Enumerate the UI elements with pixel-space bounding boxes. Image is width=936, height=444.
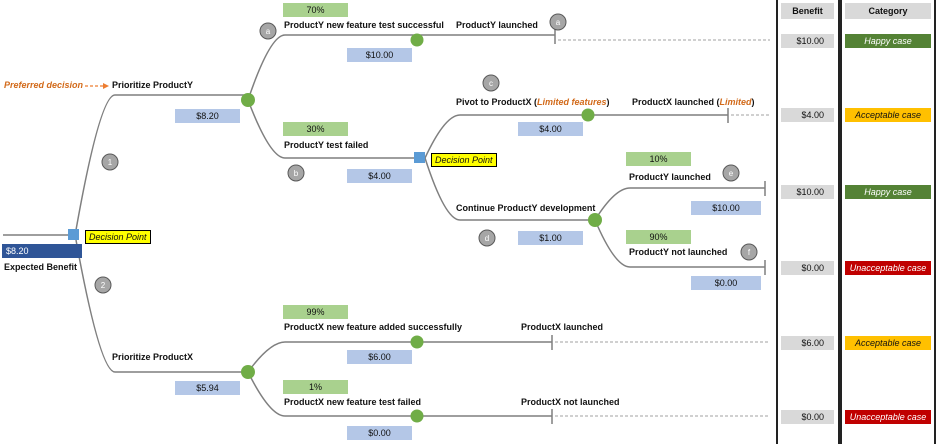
leaf-node-x-failed[interactable] xyxy=(410,409,424,423)
marker-c: c xyxy=(482,74,500,92)
marker-f: f xyxy=(740,243,758,261)
prioritize-y-value: $8.20 xyxy=(175,109,240,123)
benefit-row-1: $10.00 xyxy=(781,34,834,48)
branch-y-success xyxy=(247,34,555,101)
y-success-outcome: ProductY launched xyxy=(456,20,538,30)
y-success-value: $10.00 xyxy=(347,48,412,62)
chance-node-y[interactable] xyxy=(241,93,255,107)
decision-node-root[interactable] xyxy=(68,229,79,240)
svg-text:e: e xyxy=(729,169,734,178)
chance-node-x[interactable] xyxy=(241,365,255,379)
x-success-pct: 99% xyxy=(283,305,348,319)
preferred-arrow-head xyxy=(103,83,109,89)
pivot-label: Pivot to ProductX (Limited features) xyxy=(456,97,610,107)
svg-text:2: 2 xyxy=(101,281,106,290)
svg-text:b: b xyxy=(294,169,299,178)
svg-text:c: c xyxy=(489,79,493,88)
pivot-value: $4.00 xyxy=(518,122,583,136)
category-header: Category xyxy=(845,3,931,19)
category-row-5: Acceptable case xyxy=(845,336,931,350)
marker-d: d xyxy=(478,229,496,247)
branch-y-failed xyxy=(247,99,420,159)
benefit-header: Benefit xyxy=(781,3,834,19)
branch-prioritize-y xyxy=(75,94,248,231)
marker-a-left: a xyxy=(259,22,277,40)
branch-x-failed xyxy=(247,371,552,417)
branch-y-not xyxy=(594,219,765,268)
benefit-row-3: $10.00 xyxy=(781,185,834,199)
category-column xyxy=(840,0,936,444)
x-success-label: ProductX new feature added successfully xyxy=(284,322,463,332)
y-success-pct: 70% xyxy=(283,3,348,17)
benefit-row-2: $4.00 xyxy=(781,108,834,122)
x-failed-label: ProductX new feature test failed xyxy=(284,397,422,407)
y-launched-label: ProductY launched xyxy=(629,172,711,182)
marker-e: e xyxy=(722,164,740,182)
y-not-value: $0.00 xyxy=(691,276,761,290)
leaf-node-x-success[interactable] xyxy=(410,335,424,349)
branch-x-success xyxy=(247,341,552,373)
marker-b: b xyxy=(287,164,305,182)
marker-2: 2 xyxy=(94,276,112,294)
x-failed-pct: 1% xyxy=(283,380,348,394)
y-launched-value: $10.00 xyxy=(691,201,761,215)
category-row-3: Happy case xyxy=(845,185,931,199)
y-not-pct: 90% xyxy=(626,230,691,244)
pivot-outcome-note: Limited xyxy=(719,97,752,107)
y-failed-value: $4.00 xyxy=(347,169,412,183)
y-success-label: ProductY new feature test successful xyxy=(284,20,444,30)
svg-text:f: f xyxy=(748,248,751,257)
y-launched-pct: 10% xyxy=(626,152,691,166)
chance-node-continue[interactable] xyxy=(588,213,602,227)
prioritize-x-value: $5.94 xyxy=(175,381,240,395)
category-row-2: Acceptable case xyxy=(845,108,931,122)
branch-y-launched xyxy=(594,187,765,221)
x-failed-outcome: ProductX not launched xyxy=(521,397,620,407)
y-not-label: ProductY not launched xyxy=(629,247,728,257)
x-success-outcome: ProductX launched xyxy=(521,322,604,332)
benefit-column xyxy=(776,0,840,444)
marker-1: 1 xyxy=(101,153,119,171)
leaf-node-y-success[interactable] xyxy=(410,33,424,47)
category-row-4: Unacceptable case xyxy=(845,261,931,275)
prioritize-x-label: Prioritize ProductX xyxy=(112,352,194,362)
category-row-1: Happy case xyxy=(845,34,931,48)
branch-pivot xyxy=(424,114,728,159)
benefit-row-4: $0.00 xyxy=(781,261,834,275)
continue-value: $1.00 xyxy=(518,231,583,245)
benefit-row-6: $0.00 xyxy=(781,410,834,424)
expected-benefit-value: $8.20 xyxy=(2,244,82,258)
svg-text:a: a xyxy=(266,27,271,36)
y-failed-pct: 30% xyxy=(283,122,348,136)
svg-text:d: d xyxy=(485,234,489,243)
benefit-row-5: $6.00 xyxy=(781,336,834,350)
svg-text:a: a xyxy=(556,18,561,27)
continue-label: Continue ProductY development xyxy=(456,203,596,213)
root-decision-label: Decision Point xyxy=(85,230,151,244)
expected-benefit-label: Expected Benefit xyxy=(4,262,78,272)
failed-decision-label: Decision Point xyxy=(431,153,497,167)
leaf-node-pivot[interactable] xyxy=(581,108,595,122)
category-row-6: Unacceptable case xyxy=(845,410,931,424)
decision-node-failed[interactable] xyxy=(414,152,425,163)
preferred-decision-label: Preferred decision xyxy=(4,80,84,90)
prioritize-y-label: Prioritize ProductY xyxy=(112,80,194,90)
x-failed-value: $0.00 xyxy=(347,426,412,440)
svg-text:1: 1 xyxy=(108,158,113,167)
branch-continue xyxy=(424,157,595,221)
y-failed-label: ProductY test failed xyxy=(284,140,369,150)
x-success-value: $6.00 xyxy=(347,350,412,364)
pivot-note: Limited features xyxy=(537,97,607,107)
marker-a-right: a xyxy=(549,13,567,31)
pivot-outcome: ProductX launched (Limited) xyxy=(632,97,755,107)
branch-prioritize-x xyxy=(75,239,248,373)
